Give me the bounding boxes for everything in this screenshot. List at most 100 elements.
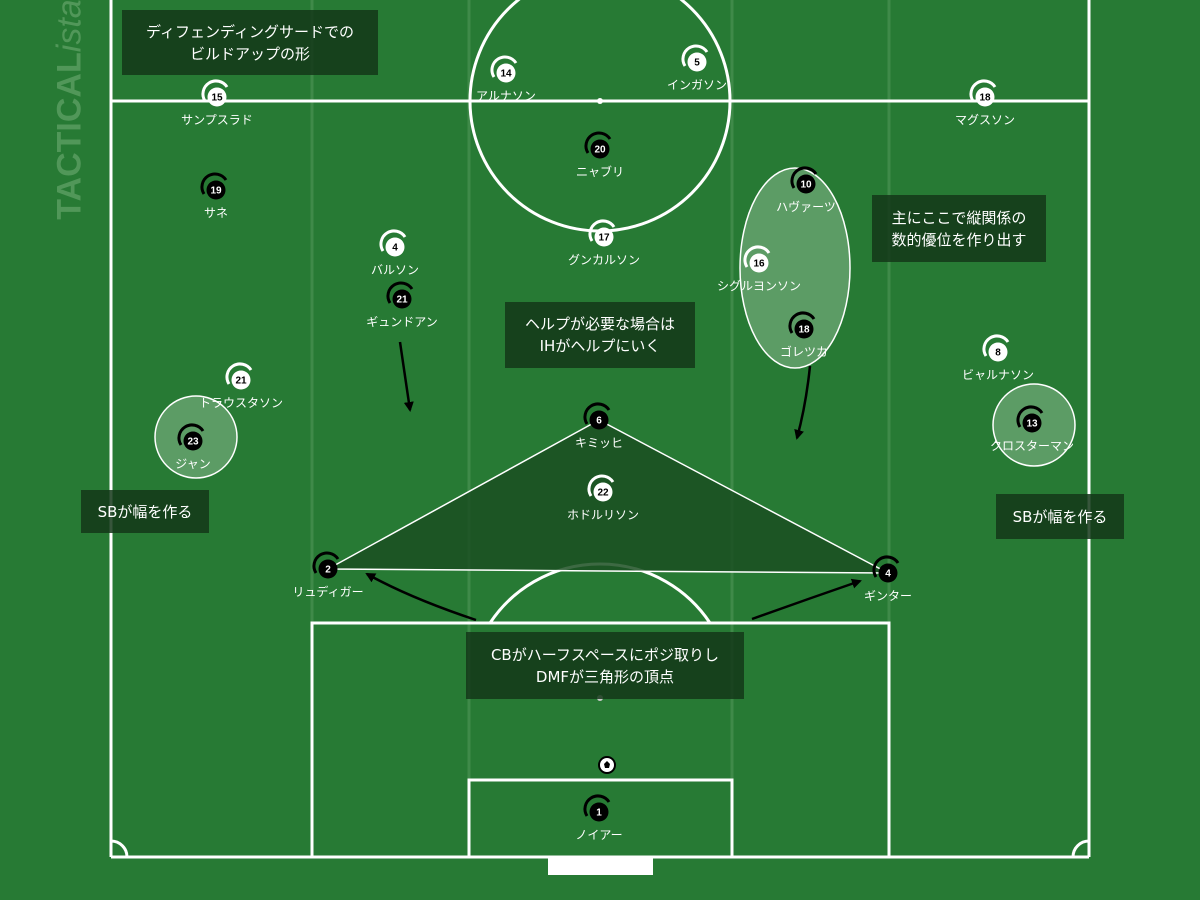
title-annotation: ディフェンディングサードでのビルドアップの形	[122, 10, 378, 75]
player-token: 5 インガソン	[667, 44, 727, 92]
tacticalista-watermark: TACTICALista	[50, 0, 89, 220]
player-name: グンカルソン	[568, 253, 640, 267]
player-marker	[988, 342, 1008, 362]
player-direction-icon	[790, 166, 818, 189]
player-direction-icon	[872, 555, 900, 578]
player-token: 17 グンカルソン	[568, 219, 640, 267]
player-marker	[749, 253, 769, 273]
player-marker	[975, 87, 995, 107]
player-name: インガソン	[667, 78, 727, 92]
player-direction-icon	[225, 362, 253, 385]
player-marker	[589, 802, 609, 822]
player-number: 8	[995, 348, 1001, 359]
player-name: ホドルリソン	[567, 508, 639, 522]
player-token: 6 キミッヒ	[575, 402, 623, 450]
player-marker	[589, 410, 609, 430]
player-direction-icon	[982, 334, 1010, 357]
player-number: 6	[596, 416, 602, 427]
player-direction-icon	[681, 44, 709, 67]
player-token: 10 ハヴァーツ	[776, 166, 836, 214]
player-name: トラウスタソン	[199, 396, 283, 410]
player-number: 1	[596, 808, 602, 819]
player-marker	[794, 319, 814, 339]
player-name: アルナソン	[476, 89, 536, 103]
player-number: 19	[210, 186, 222, 197]
player-number: 2	[325, 565, 331, 576]
player-marker	[878, 563, 898, 583]
player-direction-icon	[1016, 405, 1044, 428]
player-token: 15 サンプスラド	[181, 79, 253, 127]
player-name: ノイアー	[575, 828, 622, 842]
player-name: ニャブリ	[576, 164, 624, 179]
player-number: 4	[392, 243, 398, 254]
player-number: 13	[1026, 419, 1038, 430]
player-direction-icon	[743, 245, 771, 268]
player-marker	[318, 559, 338, 579]
player-number: 10	[800, 180, 812, 191]
player-number: 17	[598, 233, 610, 244]
player-token: 16 シグルヨンソン	[717, 245, 801, 293]
player-token: 8 ビャルナソン	[962, 334, 1034, 382]
overload-annotation: 主にここで縦関係の数的優位を作り出す	[872, 195, 1046, 262]
player-number: 15	[211, 93, 223, 104]
player-name: ビャルナソン	[962, 368, 1034, 382]
player-name: クロスターマン	[990, 439, 1074, 453]
player-number: 21	[396, 295, 408, 306]
player-token: 4 ギンター	[864, 555, 912, 603]
player-name: キミッヒ	[575, 436, 623, 450]
arrow-ih-right	[794, 365, 812, 440]
player-token: 1 ノイアー	[575, 794, 623, 842]
player-token: 13 クロスターマン	[990, 405, 1074, 453]
pitch-lines	[109, 0, 1091, 859]
goal	[548, 858, 653, 875]
player-number: 18	[979, 93, 991, 104]
player-direction-icon	[312, 551, 340, 574]
player-number: 5	[694, 58, 700, 69]
player-direction-icon	[588, 219, 616, 242]
player-marker	[385, 237, 405, 257]
sb-right-annotation: SBが幅を作る	[996, 494, 1124, 539]
player-direction-icon	[379, 229, 407, 252]
player-name: サンプスラド	[181, 113, 253, 127]
player-name: ギンター	[864, 589, 912, 603]
player-marker	[231, 370, 251, 390]
player-direction-icon	[201, 79, 229, 102]
soccer-ball-icon	[598, 756, 616, 774]
player-name: バルソン	[371, 263, 419, 277]
player-direction-icon	[584, 131, 612, 154]
player-name: ハヴァーツ	[776, 199, 836, 214]
player-direction-icon	[583, 794, 611, 817]
player-marker	[496, 63, 516, 83]
player-number: 20	[594, 145, 606, 156]
player-number: 16	[753, 259, 765, 270]
player-name: リュディガー	[292, 584, 363, 599]
sb-left-annotation: SBが幅を作る	[81, 490, 209, 533]
player-direction-icon	[788, 311, 816, 334]
player-marker	[796, 174, 816, 194]
player-marker	[594, 227, 614, 247]
player-direction-icon	[200, 172, 228, 195]
overload-highlight	[739, 167, 851, 369]
arrow-ih-left	[398, 341, 414, 412]
player-marker	[1022, 413, 1042, 433]
player-marker	[206, 180, 226, 200]
arrow-cb-right	[751, 578, 862, 621]
player-marker	[392, 289, 412, 309]
center-spot	[597, 98, 603, 104]
player-number: 23	[187, 437, 199, 448]
player-name: シグルヨンソン	[717, 279, 801, 293]
player-number: 4	[885, 569, 891, 580]
movement-arrows	[365, 341, 862, 622]
player-token: 2 リュディガー	[292, 551, 364, 599]
player-marker	[183, 431, 203, 451]
player-number: 18	[798, 325, 810, 336]
